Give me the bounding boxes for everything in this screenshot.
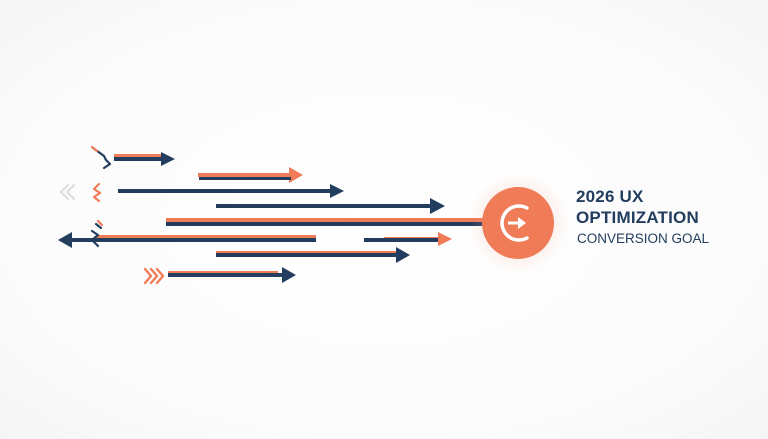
orange-line-5	[216, 251, 396, 254]
goal-label: 2026 UX OPTIMIZATION CONVERSION GOAL	[576, 186, 756, 249]
orange-line-2	[166, 218, 484, 222]
goal-node	[468, 173, 568, 273]
zigzag-mark-1	[91, 146, 112, 170]
zigzag-mark-2	[92, 182, 102, 203]
orange-line-3	[96, 235, 316, 238]
navy-arrow-1	[114, 152, 175, 166]
zigzag-marks	[90, 145, 112, 248]
orange-chevrons	[143, 267, 165, 285]
navy-arrow-9	[168, 267, 296, 283]
arrow-in-circle-icon	[500, 204, 529, 242]
chevron-left-icon	[60, 184, 69, 200]
navy-arrow-4	[216, 198, 445, 214]
zigzag-mark-3b	[96, 219, 104, 227]
zigzag-mark-1b	[90, 145, 99, 153]
orange-line-6	[114, 154, 164, 157]
chevron-left-icon	[66, 184, 75, 200]
navy-arrow-3	[118, 184, 344, 198]
goal-title-line-1: 2026 UX	[576, 187, 644, 206]
navy-arrow-6	[58, 232, 316, 248]
goal-title-line-2: OPTIMIZATION	[576, 208, 699, 227]
chevron-right-icon	[155, 267, 165, 285]
chevron-right-icon	[149, 267, 159, 285]
chevron-right-icon	[143, 267, 153, 285]
navy-line-5	[166, 222, 484, 226]
goal-subtitle: CONVERSION GOAL	[577, 231, 710, 246]
orange-line-7	[168, 271, 278, 274]
navy-arrow-8	[216, 247, 410, 263]
faint-chevrons	[60, 184, 75, 200]
orange-arrow-1	[198, 167, 303, 183]
navy-arrows	[58, 152, 484, 283]
navy-line-2	[199, 177, 291, 180]
zigzag-mark-3	[90, 222, 103, 248]
navy-line-7	[364, 238, 438, 242]
